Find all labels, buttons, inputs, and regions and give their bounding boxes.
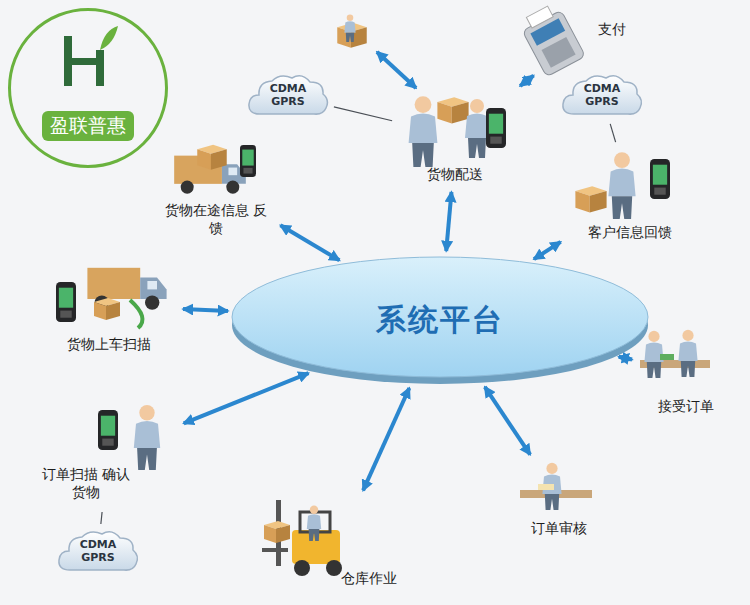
logo-text-plate: 盈联普惠 <box>42 111 134 141</box>
feedback-node: 客户信息回馈 <box>564 146 699 246</box>
network-label: CDMA GPRS <box>266 83 310 108</box>
phone-icon <box>650 159 670 199</box>
platform-title: 系统平台 <box>376 301 504 339</box>
courier-icon <box>344 14 355 42</box>
node-label: 仓库作业 <box>326 570 412 588</box>
payment-node: 支付 <box>515 5 645 73</box>
phone-icon <box>240 145 256 177</box>
logo-text-holder: 盈联普惠 <box>11 111 165 141</box>
forklift-icon <box>262 500 342 576</box>
loading-node: 货物上车扫描 <box>42 252 179 360</box>
phone-icon <box>486 108 506 148</box>
flow-arrow <box>183 309 228 311</box>
courier-icon <box>409 96 438 167</box>
node-label: 订单审核 <box>506 520 612 538</box>
logo-mark <box>64 26 118 86</box>
order-paper <box>538 484 554 490</box>
flow-arrow <box>485 387 530 455</box>
node-label: 货物上车扫描 <box>42 336 176 354</box>
network-cloud: CDMA GPRS <box>246 72 330 120</box>
delivery-node: 货物配送 <box>396 84 517 188</box>
flow-arrow <box>184 373 309 423</box>
parcel-icon <box>575 186 606 212</box>
flow-arrow <box>534 242 561 259</box>
node-label: 货物配送 <box>396 166 514 184</box>
customer-icon <box>678 330 697 377</box>
worker-icon <box>134 405 160 470</box>
network-link <box>334 107 392 121</box>
network-label: CDMA GPRS <box>76 539 120 564</box>
node-label: 支付 <box>587 21 637 39</box>
platform-ellipse: 系统平台 <box>230 255 650 385</box>
warehouse-node: 仓库作业 <box>260 494 416 598</box>
review-node: 订单审核 <box>506 458 615 542</box>
driver-icon <box>307 506 321 541</box>
node-label: 货物在途信息 反馈 <box>158 202 274 237</box>
customer-icon <box>608 152 635 219</box>
transit-node: 货物在途信息 反馈 <box>158 132 277 244</box>
logo-badge: 盈联普惠 <box>8 8 168 168</box>
flow-arrow <box>520 75 533 86</box>
customer-icon <box>465 99 489 158</box>
flow-arrow <box>619 357 632 360</box>
network-cloud: CDMA GPRS <box>56 528 140 576</box>
network-label: CDMA GPRS <box>580 83 624 108</box>
illustration-arrow <box>377 52 416 88</box>
order-paper <box>660 354 674 360</box>
network-link <box>101 512 102 524</box>
node-label: 客户信息回馈 <box>564 224 696 242</box>
node-label: 接受订单 <box>636 398 736 416</box>
green-arrow <box>130 300 143 328</box>
order-receive-node: 接受订单 <box>636 322 739 420</box>
order-scan-node: 订单扫描 确认货物 <box>36 400 180 508</box>
network-link <box>610 124 615 142</box>
payment-terminal <box>518 1 586 76</box>
parcel-icon <box>264 521 290 543</box>
flow-arrow <box>446 192 451 251</box>
phone-icon <box>98 410 118 450</box>
parcel-icon <box>197 145 226 170</box>
phone-icon <box>56 282 76 322</box>
parcel-icon <box>94 298 120 320</box>
node-label: 订单扫描 确认货物 <box>36 466 136 501</box>
flow-arrow <box>363 388 409 490</box>
parcel-icon <box>437 97 468 123</box>
flow-arrow <box>280 225 339 260</box>
network-cloud: CDMA GPRS <box>560 72 644 120</box>
